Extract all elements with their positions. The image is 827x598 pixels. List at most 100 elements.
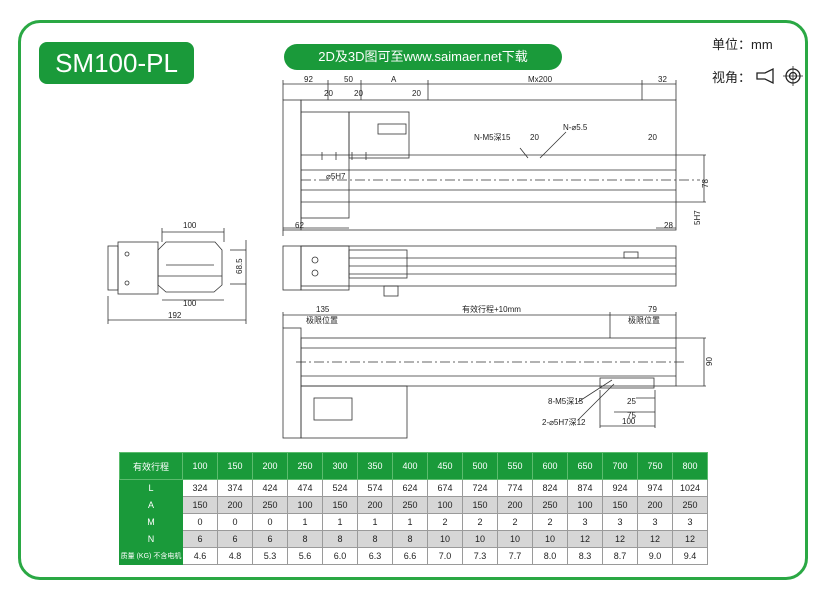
stroke-cell: 150 — [217, 452, 253, 480]
table-cell: 674 — [427, 479, 463, 497]
table-cell: 324 — [182, 479, 218, 497]
dim-135: 135 — [316, 305, 330, 314]
table-cell: 8.7 — [602, 547, 638, 565]
row-label-cell: A — [119, 496, 183, 514]
table-cell: 0 — [182, 513, 218, 531]
table-cell: 10 — [497, 530, 533, 548]
dim-192: 192 — [168, 311, 182, 320]
view-label: 视角： — [712, 69, 752, 85]
dim-20: 20 — [324, 89, 333, 98]
stroke-cell: 700 — [602, 452, 638, 480]
table-cell: 8.0 — [532, 547, 568, 565]
table-cell: 6.6 — [392, 547, 428, 565]
table-cell: 8.3 — [567, 547, 603, 565]
dim-50: 50 — [344, 75, 353, 84]
limit-left: 极限位置 — [306, 315, 338, 325]
table-cell: 4.8 — [217, 547, 253, 565]
table-cell: 1 — [357, 513, 393, 531]
table-cell: 150 — [602, 496, 638, 514]
table-cell: 3 — [567, 513, 603, 531]
table-cell: 374 — [217, 479, 253, 497]
stroke-cell: 600 — [532, 452, 568, 480]
table-cell: 7.3 — [462, 547, 498, 565]
dim-20: 20 — [648, 133, 657, 142]
table-cell: 100 — [287, 496, 323, 514]
dim-92: 92 — [304, 75, 313, 84]
table-cell: 100 — [567, 496, 603, 514]
stroke-cell: 100 — [182, 452, 218, 480]
table-cell: 8 — [357, 530, 393, 548]
row-label-cell: M — [119, 513, 183, 531]
table-cell: 2 — [497, 513, 533, 531]
table-cell: 574 — [357, 479, 393, 497]
note-n-55: N-⌀5.5 — [563, 123, 588, 132]
page-frame — [18, 20, 808, 580]
stroke-cell: 450 — [427, 452, 463, 480]
table-cell: 100 — [427, 496, 463, 514]
table-cell: 6 — [217, 530, 253, 548]
table-cell: 12 — [637, 530, 673, 548]
dim-90: 90 — [705, 357, 714, 366]
table-cell: 250 — [392, 496, 428, 514]
table-cell: 3 — [672, 513, 708, 531]
dim-20: 20 — [412, 89, 421, 98]
table-cell: 0 — [252, 513, 288, 531]
table-cell: 150 — [322, 496, 358, 514]
table-cell: 624 — [392, 479, 428, 497]
table-cell: 4.6 — [182, 547, 218, 565]
view-label-row: 视角： — [712, 66, 804, 86]
table-cell: 2 — [532, 513, 568, 531]
stroke-cell: 300 — [322, 452, 358, 480]
row-label-cell: L — [119, 479, 183, 497]
table-cell: 2 — [427, 513, 463, 531]
dim-20: 20 — [530, 133, 539, 142]
stroke-cell: 500 — [462, 452, 498, 480]
table-cell: 2 — [462, 513, 498, 531]
stroke-cell: 550 — [497, 452, 533, 480]
table-cell: 5.6 — [287, 547, 323, 565]
table-cell: 10 — [462, 530, 498, 548]
table-cell: 200 — [497, 496, 533, 514]
table-cell: 7.7 — [497, 547, 533, 565]
table-cell: 1 — [322, 513, 358, 531]
table-cell: 250 — [672, 496, 708, 514]
dim-28: 28 — [664, 221, 673, 230]
table-cell: 7.0 — [427, 547, 463, 565]
table-cell: 200 — [357, 496, 393, 514]
table-cell: 424 — [252, 479, 288, 497]
table-cell: 774 — [497, 479, 533, 497]
table-cell: 724 — [462, 479, 498, 497]
dim-100-top: 100 — [183, 221, 197, 230]
table-cell: 1 — [392, 513, 428, 531]
stroke-cell: 350 — [357, 452, 393, 480]
table-cell: 200 — [217, 496, 253, 514]
dim-a: A — [391, 75, 397, 84]
dim-68-5: 68.5 — [235, 258, 244, 274]
note-n-m5: N-M5深15 — [474, 133, 511, 142]
dim-25: 25 — [627, 397, 636, 406]
dim-100-bottom: 100 — [183, 299, 197, 308]
stroke-cell: 800 — [672, 452, 708, 480]
download-link[interactable]: 2D及3D图可至www.saimaer.net下载 — [284, 44, 562, 70]
table-cell: 6.3 — [357, 547, 393, 565]
dim-32: 32 — [658, 75, 667, 84]
table-cell: 1024 — [672, 479, 708, 497]
dim-100: 100 — [622, 417, 636, 426]
table-cell: 1 — [287, 513, 323, 531]
table-cell: 5.3 — [252, 547, 288, 565]
dim-75: 75 — [627, 411, 636, 420]
table-cell: 200 — [637, 496, 673, 514]
table-cell: 474 — [287, 479, 323, 497]
stroke-cell: 250 — [287, 452, 323, 480]
projection-symbol-icon — [756, 66, 804, 86]
table-cell: 150 — [182, 496, 218, 514]
table-cell: 924 — [602, 479, 638, 497]
table-cell: 6 — [182, 530, 218, 548]
